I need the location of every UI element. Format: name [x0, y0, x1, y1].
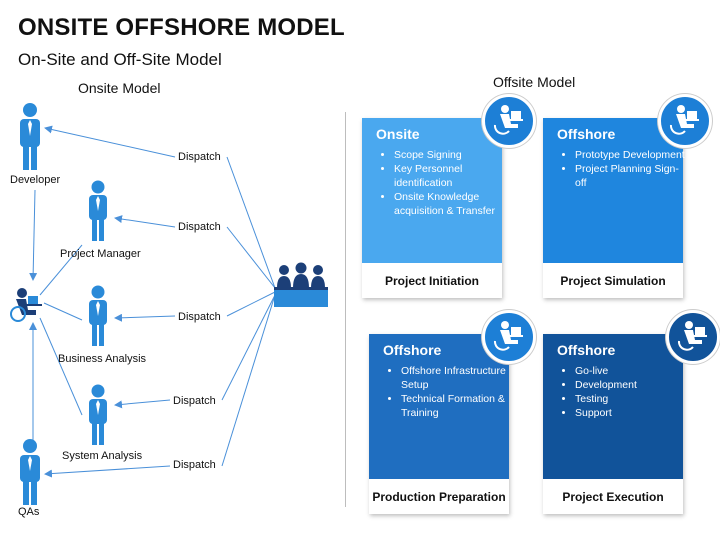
- computer-user-icon: [666, 310, 720, 364]
- card-list-item: Offshore Infrastructure Setup: [401, 364, 511, 392]
- computer-user-icon: [10, 288, 42, 322]
- computer-user-icon: [658, 94, 712, 148]
- card-footer: Project Initiation: [362, 263, 502, 298]
- card-body: Offshore Go-live Development Testing Sup…: [543, 334, 683, 479]
- card-list-item: Development: [575, 378, 685, 392]
- card-list-item: Support: [575, 406, 685, 420]
- dispatch-label: Dispatch: [173, 395, 216, 407]
- business-analysis-icon: [89, 285, 107, 346]
- card-list-item: Testing: [575, 392, 685, 406]
- card-list-item: Go-live: [575, 364, 685, 378]
- developer-label: Developer: [10, 174, 61, 186]
- card-list-item: Prototype Development: [575, 148, 685, 162]
- card-heading: Offshore: [383, 342, 442, 358]
- card-list: Scope Signing Key Personnel identificati…: [372, 148, 504, 218]
- onsite-model-label: Onsite Model: [78, 80, 161, 96]
- dispatch-line-sa: [114, 399, 171, 409]
- dispatch-label: Dispatch: [178, 151, 221, 163]
- card-footer: Project Simulation: [543, 263, 683, 298]
- card-list: Prototype Development Project Planning S…: [553, 148, 685, 190]
- card-project-execution: Offshore Go-live Development Testing Sup…: [543, 334, 683, 514]
- page-title: ONSITE OFFSHORE MODEL: [18, 14, 345, 41]
- card-list-item: Technical Formation & Training: [401, 392, 511, 420]
- page-subtitle: On-Site and Off-Site Model: [18, 50, 222, 69]
- qa-icon: [20, 439, 40, 505]
- dispatch-label: Dispatch: [178, 221, 221, 233]
- card-heading: Offshore: [557, 126, 616, 142]
- card-project-simulation: Offshore Prototype Development Project P…: [543, 118, 685, 298]
- computer-user-icon: [482, 94, 536, 148]
- card-list-item: Scope Signing: [394, 148, 504, 162]
- dispatch-line-pm: [114, 215, 176, 228]
- dispatch-label: Dispatch: [173, 459, 216, 471]
- dispatch-line-developer: [44, 125, 176, 158]
- card-body: Onsite Scope Signing Key Personnel ident…: [362, 118, 502, 263]
- card-footer: Production Preparation: [369, 479, 509, 514]
- card-list-item: Key Personnel identification: [394, 162, 504, 190]
- dispatch-line-ba: [114, 313, 176, 322]
- qa-label: QAs: [18, 506, 40, 518]
- system-analysis-label: System Analysis: [62, 450, 143, 462]
- offsite-model-label: Offsite Model: [493, 74, 576, 90]
- vertical-divider: [345, 112, 346, 507]
- card-body: Offshore Offshore Infrastructure Setup T…: [369, 334, 509, 479]
- project-manager-label: Project Manager: [60, 248, 141, 260]
- card-list: Offshore Infrastructure Setup Technical …: [379, 364, 511, 420]
- card-project-initiation: Onsite Scope Signing Key Personnel ident…: [362, 118, 502, 298]
- computer-user-icon: [482, 310, 536, 364]
- card-heading: Offshore: [557, 342, 616, 358]
- card-list-item: Onsite Knowledge acquisition & Transfer: [394, 190, 504, 218]
- developer-icon: [20, 103, 40, 170]
- card-footer: Project Execution: [543, 479, 683, 514]
- card-production-preparation: Offshore Offshore Infrastructure Setup T…: [369, 334, 509, 514]
- management-team-icon: [274, 262, 328, 307]
- dispatch-line-qa: [44, 465, 171, 478]
- card-heading: Onsite: [376, 126, 420, 142]
- system-analysis-icon: [89, 384, 107, 445]
- dispatch-label: Dispatch: [178, 311, 221, 323]
- card-body: Offshore Prototype Development Project P…: [543, 118, 685, 263]
- card-list: Go-live Development Testing Support: [553, 364, 685, 420]
- card-list-item: Project Planning Sign-off: [575, 162, 685, 190]
- business-analysis-label: Business Analysis: [58, 353, 147, 365]
- project-manager-icon: [89, 180, 107, 241]
